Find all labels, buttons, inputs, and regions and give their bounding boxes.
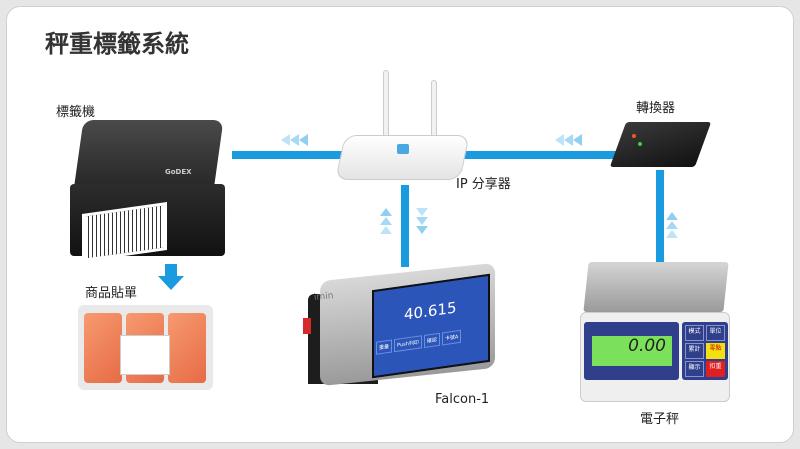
scale-button-zero[interactable]: 零點	[706, 343, 725, 359]
pos-button[interactable]: 確認	[423, 332, 440, 348]
pos-button[interactable]: Push列印	[394, 335, 422, 353]
scale-button-mode[interactable]: 模式	[685, 325, 704, 341]
scale-display: 0.00	[592, 336, 672, 366]
scale-label: 電子秤	[640, 412, 680, 427]
scale-button-display[interactable]: 顯示	[685, 361, 704, 377]
printer-label: 標籤機	[56, 105, 96, 120]
pos-label: Falcon-1	[435, 392, 490, 407]
converter-device	[609, 122, 712, 182]
pos-button[interactable]: 重量	[376, 339, 393, 355]
router-device	[335, 70, 470, 185]
scale-button-unit[interactable]: 單位	[706, 325, 725, 341]
electronic-scale-device: 0.00 模式 單位 累計 零點 顯示 扣重	[576, 262, 734, 402]
converter-label: 轉換器	[636, 101, 676, 116]
pos-button-row: 重量 Push列印 確認 卡號A	[376, 329, 462, 355]
label-printer-device: GoDEX	[70, 120, 230, 262]
label-output-label: 商品貼單	[85, 286, 138, 301]
pos-button[interactable]: 卡號A	[441, 329, 462, 346]
arrow-down-to-label-icon	[158, 264, 184, 290]
pos-weight-display: 40.615	[404, 298, 457, 324]
salmon-package-image	[78, 305, 213, 390]
scale-button-accumulate[interactable]: 累計	[685, 343, 704, 359]
diagram-title: 秤重標籤系統	[45, 30, 189, 58]
network-line-pos	[401, 185, 409, 267]
falcon-pos-device: imin 40.615 重量 Push列印 確認 卡號A	[300, 262, 500, 392]
scale-button-tare[interactable]: 扣重	[706, 361, 725, 377]
printer-brand: GoDEX	[165, 168, 192, 176]
router-label: IP 分享器	[456, 177, 511, 192]
network-line-scale	[656, 170, 664, 265]
pos-brand: imin	[313, 291, 334, 303]
